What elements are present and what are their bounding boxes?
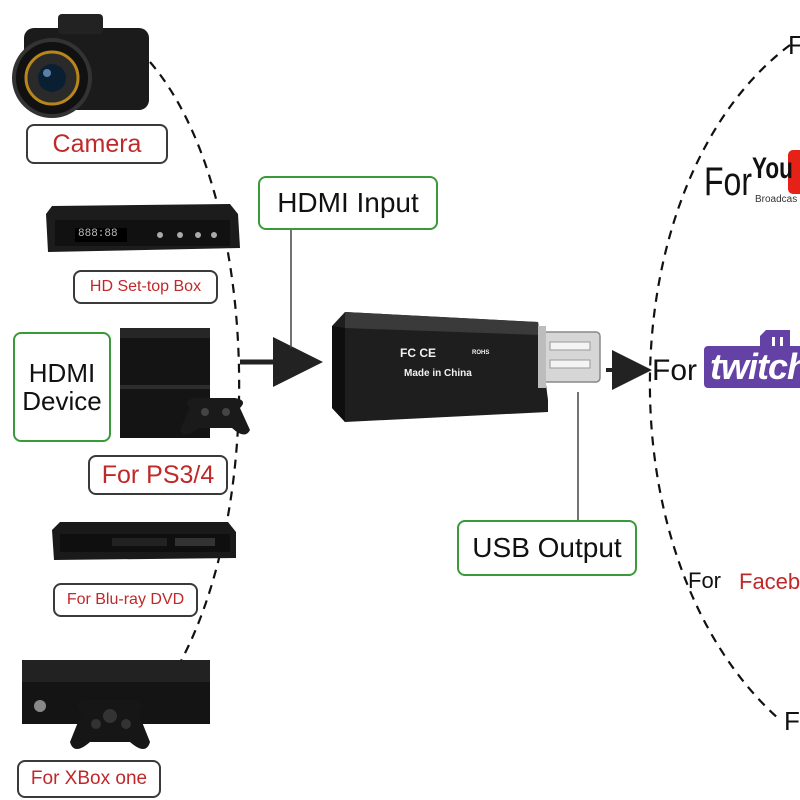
camera-label: Camera [26, 124, 168, 164]
usb-output-label: USB Output [457, 520, 637, 576]
youtube-red-block [788, 150, 800, 194]
top-partial-label: F [788, 30, 800, 60]
left-dashed-arc [147, 61, 241, 706]
rohs-mark: ROHS [472, 350, 490, 356]
youtube-for-text: For [704, 160, 752, 204]
xbox-label: For XBox one [17, 760, 161, 798]
ps4-illustration [120, 328, 250, 438]
hdmi-device-line1: HDMI [28, 358, 96, 388]
xbox-illustration [22, 660, 210, 749]
hdmi-device-label: HDMI Device [13, 332, 111, 442]
settop-box-label: HD Set-top Box [73, 270, 218, 304]
settop-display: 888:88 [78, 228, 118, 240]
facebook-for-text: For [688, 568, 721, 593]
device-certification-marks: FC CE [400, 346, 436, 360]
ps-label: For PS3/4 [88, 455, 228, 495]
bluray-label: For Blu-ray DVD [53, 583, 198, 617]
bluray-illustration [52, 522, 236, 560]
facebook-brand-text: Faceb [739, 569, 800, 594]
twitch-brand-text: twitch [704, 346, 800, 388]
made-in-china-text: Made in China [404, 368, 472, 379]
youtube-sub-text: Broadcas [755, 194, 798, 205]
bottom-partial-label: F [784, 706, 800, 736]
youtube-brand-text: You [752, 152, 793, 185]
hdmi-device-line2: Device [22, 386, 102, 416]
usb-plug [538, 326, 601, 388]
hdmi-input-label: HDMI Input [258, 176, 438, 230]
settop-box-illustration [46, 204, 240, 252]
camera-illustration [12, 14, 149, 118]
capture-card [332, 312, 548, 422]
twitch-for-text: For [652, 354, 697, 387]
